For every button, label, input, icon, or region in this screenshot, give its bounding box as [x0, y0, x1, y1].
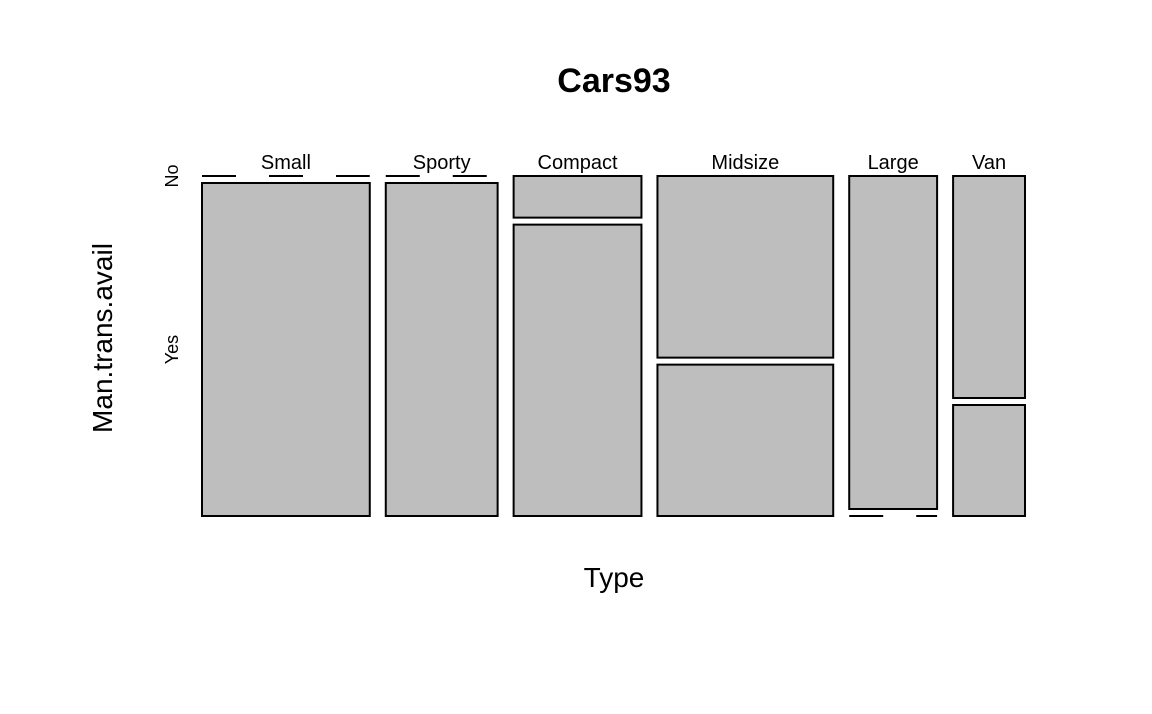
tile-van-yes [952, 404, 1027, 517]
chart-title: Cars93 [557, 62, 670, 100]
level-label-no: No [162, 164, 182, 187]
tile-large-no [848, 175, 939, 510]
tile-midsize-yes [656, 363, 835, 517]
category-label-small: Small [261, 152, 311, 174]
tile-small-yes [201, 182, 371, 517]
category-label-midsize: Midsize [711, 152, 779, 174]
tile-sporty-yes [384, 182, 499, 517]
tile-van-no [952, 175, 1027, 399]
category-label-van: Van [972, 152, 1006, 174]
category-label-sporty: Sporty [413, 152, 471, 174]
category-labels: Small Sporty Compact Midsize Large Van [261, 152, 1006, 174]
mosaic-tiles [201, 175, 1027, 517]
tile-compact-no [512, 175, 643, 219]
category-label-large: Large [868, 152, 919, 174]
x-axis-title: Type [584, 562, 645, 593]
category-label-compact: Compact [538, 152, 618, 174]
level-label-yes: Yes [162, 335, 182, 364]
tile-compact-yes [512, 223, 643, 517]
tile-midsize-no [656, 175, 835, 359]
y-axis-title: Man.trans.avail [87, 243, 118, 433]
